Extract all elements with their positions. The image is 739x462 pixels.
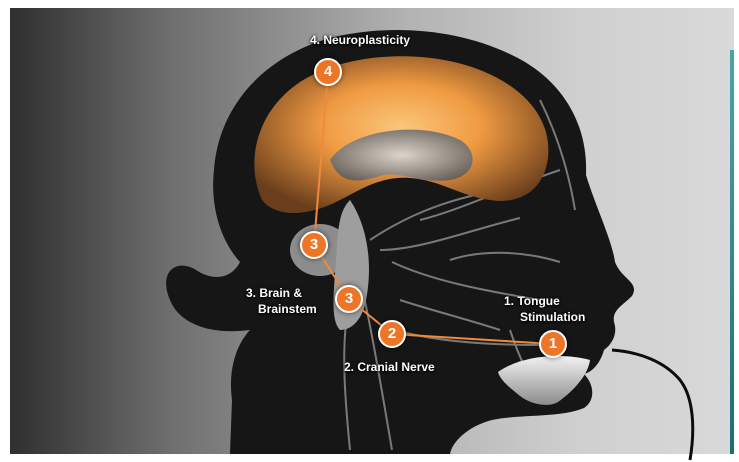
device-cable — [612, 350, 693, 460]
step-1-badge: 1 — [539, 330, 567, 358]
tongue-stimulation-label-line1: 1. Tongue — [504, 294, 560, 308]
tongue-stimulation-label-line2: Stimulation — [520, 310, 585, 324]
step-3-badge-lower: 3 — [335, 285, 363, 313]
brain-brainstem-label-line1: 3. Brain & — [246, 286, 302, 300]
brain-brainstem-label-line2: Brainstem — [258, 302, 317, 316]
step-3-badge-upper: 3 — [300, 231, 328, 259]
neuroplasticity-label: 4. Neuroplasticity — [310, 33, 410, 47]
cranial-nerve-label: 2. Cranial Nerve — [344, 360, 435, 374]
step-4-badge: 4 — [314, 58, 342, 86]
step-2-badge: 2 — [378, 320, 406, 348]
